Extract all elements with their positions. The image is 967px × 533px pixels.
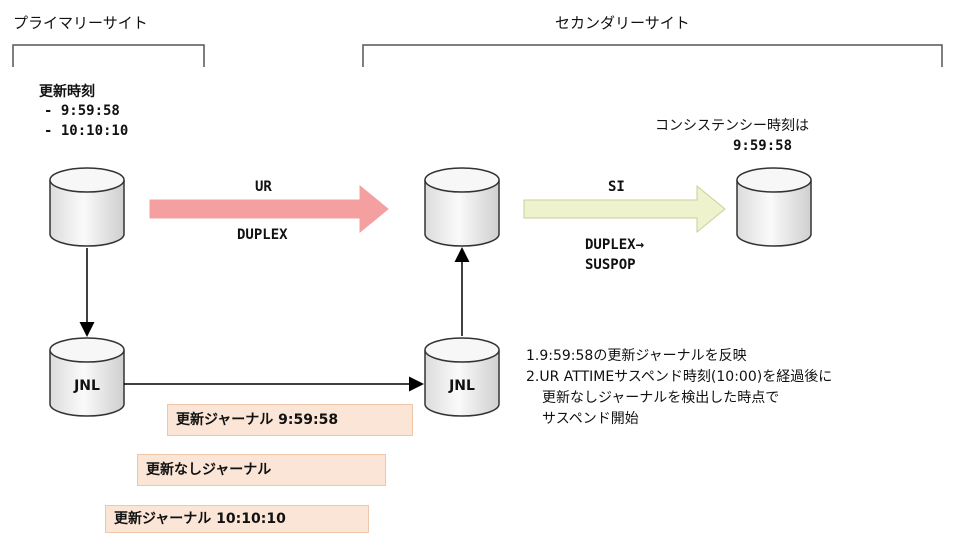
primary-jnl-volume-icon xyxy=(49,337,125,417)
si-status-line1: DUPLEX→ xyxy=(585,237,645,253)
primary-jnl-label: JNL xyxy=(74,378,100,394)
primary-site-title: プライマリーサイト xyxy=(13,14,148,32)
secondary-jnl-label: JNL xyxy=(449,378,475,394)
consistency-time-value: 9:59:58 xyxy=(733,138,793,154)
si-status-line2: SUSPOP xyxy=(585,257,636,273)
update-time-item: - 9:59:58 xyxy=(44,103,120,119)
primary-volume-icon xyxy=(49,167,125,247)
ur-label: UR xyxy=(255,179,272,195)
consistency-time-label: コンシステンシー時刻は xyxy=(655,118,809,134)
note-line: サスペンド開始 xyxy=(542,411,639,427)
ur-arrow xyxy=(149,184,389,234)
secondary-site-title: セカンダリーサイト xyxy=(555,14,690,32)
update-time-heading: 更新時刻 xyxy=(39,84,95,100)
si-label: SI xyxy=(608,179,625,195)
si-arrow xyxy=(523,184,726,234)
secondary-volume-icon xyxy=(424,167,500,247)
note-line: 1.9:59:58の更新ジャーナルを反映 xyxy=(526,348,747,364)
note-line: 更新なしジャーナルを検出した時点で xyxy=(542,390,780,406)
update-time-item: - 10:10:10 xyxy=(44,123,129,139)
secondary-jnl-volume-icon xyxy=(424,337,500,417)
journal-box: 更新ジャーナル 9:59:58 xyxy=(167,404,413,436)
secondary-site-bracket xyxy=(362,44,943,67)
ur-status: DUPLEX xyxy=(237,227,288,243)
journal-box: 更新なしジャーナル xyxy=(137,454,386,486)
note-line: 2.UR ATTIMEサスペンド時刻(10:00)を経過後に xyxy=(526,369,833,385)
primary-site-bracket xyxy=(12,44,205,67)
si-target-volume-icon xyxy=(736,167,812,247)
journal-box: 更新ジャーナル 10:10:10 xyxy=(105,505,369,533)
